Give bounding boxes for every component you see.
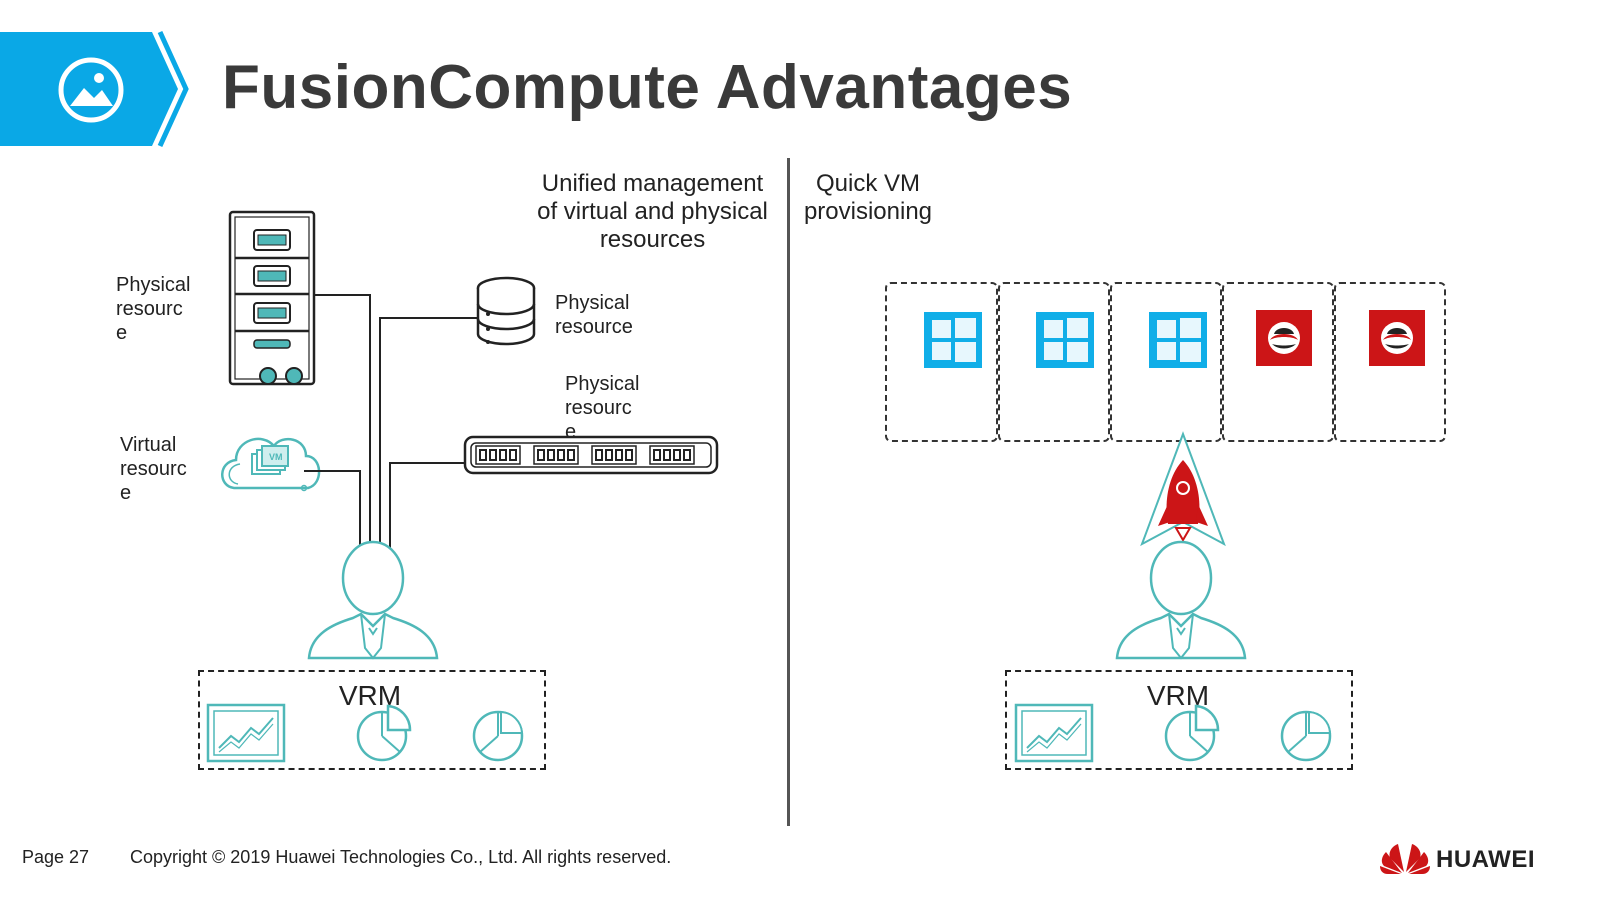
vm-slot: [885, 282, 998, 442]
network-switch-icon: [463, 435, 719, 475]
pie-chart-icon: [1164, 704, 1220, 762]
header-banner: [0, 30, 189, 148]
right-panel-heading: Quick VM provisioning: [803, 170, 933, 225]
vm-slot: [1222, 282, 1334, 442]
monitor-chart-icon: [206, 703, 286, 763]
server-label: Physical resourc e: [116, 274, 191, 344]
svg-text:VM: VM: [269, 452, 283, 462]
page-number: Page 27: [22, 847, 90, 867]
virtual-resource-cloud-icon: VM: [221, 437, 321, 492]
admin-user-icon: [307, 540, 439, 660]
right-vrm-box: [1005, 670, 1353, 770]
pie-chart-icon: [356, 704, 412, 762]
storage-label: Physical resource: [555, 292, 633, 338]
monitor-chart-icon: [1014, 703, 1094, 763]
huawei-logo-icon: [1380, 844, 1430, 874]
windows-os-icon: [1036, 312, 1094, 368]
left-vrm-box: [198, 670, 546, 770]
redhat-os-icon: [1256, 310, 1312, 366]
windows-os-icon: [924, 312, 982, 368]
panel-divider: [787, 158, 790, 826]
image-icon: [58, 57, 124, 123]
server-rack-icon: [228, 210, 316, 386]
storage-database-icon: [476, 276, 536, 346]
admin-user-icon: [1115, 540, 1247, 660]
vm-slot: [1110, 282, 1222, 442]
vm-slot: [998, 282, 1110, 442]
page-title: FusionCompute Advantages: [222, 53, 1073, 122]
pie-chart-icon: [472, 710, 524, 762]
rocket-icon: [1140, 431, 1226, 547]
windows-os-icon: [1149, 312, 1207, 368]
copyright-text: Copyright © 2019 Huawei Technologies Co.…: [130, 847, 672, 867]
redhat-os-icon: [1369, 310, 1425, 366]
switch-label: Physical resourc e: [565, 373, 640, 443]
cloud-label: Virtual resourc e: [120, 434, 187, 504]
pie-chart-icon: [1280, 710, 1332, 762]
brand-name: HUAWEI: [1436, 846, 1535, 873]
vm-slot: [1334, 282, 1446, 442]
left-panel-heading: Unified management of virtual and physic…: [537, 170, 768, 253]
